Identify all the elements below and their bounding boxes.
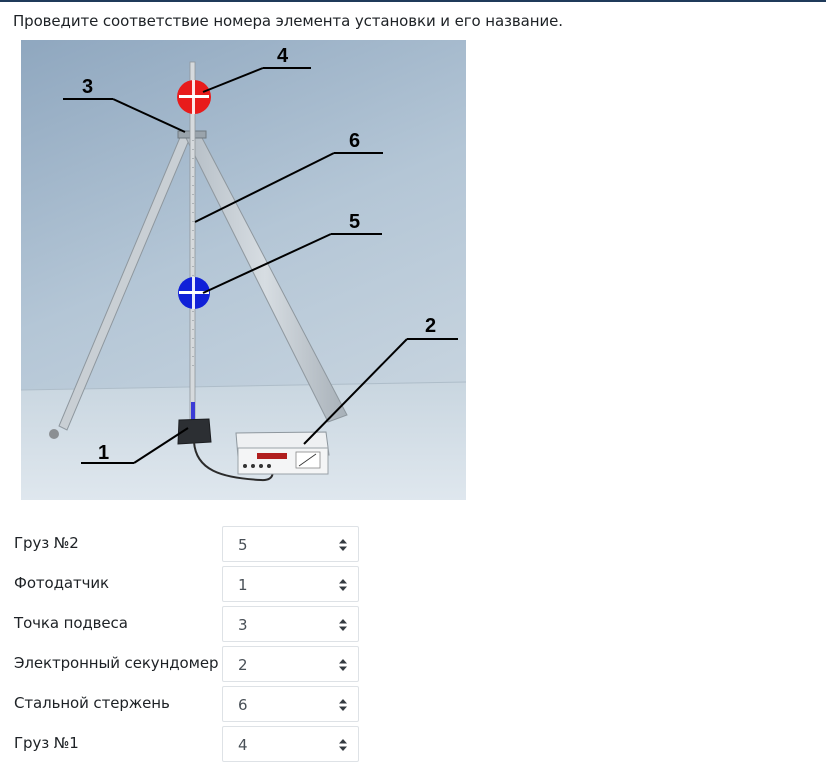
- sort-arrows-icon: [339, 659, 347, 671]
- match-row-sekundomer: Электронный секундомер 2: [0, 646, 400, 684]
- match-row-gruz-2: Груз №2 5: [0, 526, 400, 564]
- callout-2: 2: [425, 315, 436, 337]
- match-select[interactable]: 1: [222, 566, 359, 602]
- callout-4: 4: [277, 45, 289, 67]
- select-value: 5: [238, 536, 248, 554]
- match-select[interactable]: 3: [222, 606, 359, 642]
- sort-arrows-icon: [339, 739, 347, 751]
- sort-arrows-icon: [339, 579, 347, 591]
- select-value: 2: [238, 656, 248, 674]
- match-select[interactable]: 6: [222, 686, 359, 722]
- match-label: Груз №2: [14, 534, 79, 552]
- sort-arrows-icon: [339, 619, 347, 631]
- select-value: 1: [238, 576, 248, 594]
- match-label: Точка подвеса: [14, 614, 128, 632]
- top-border: [0, 0, 826, 2]
- select-value: 4: [238, 736, 248, 754]
- match-label: Груз №1: [14, 734, 79, 752]
- match-select[interactable]: 5: [222, 526, 359, 562]
- match-label: Электронный секундомер: [14, 654, 219, 672]
- callout-6: 6: [349, 130, 360, 152]
- match-label: Стальной стержень: [14, 694, 170, 712]
- apparatus-figure: 1 2 3 4 5 6: [20, 40, 467, 500]
- match-select[interactable]: 2: [222, 646, 359, 682]
- sort-arrows-icon: [339, 699, 347, 711]
- match-row-fotodatchik: Фотодатчик 1: [0, 566, 400, 604]
- callout-3: 3: [82, 76, 93, 98]
- match-row-gruz-1: Груз №1 4: [0, 726, 400, 764]
- question-text: Проведите соответствие номера элемента у…: [13, 12, 563, 30]
- select-value: 3: [238, 616, 248, 634]
- callout-5: 5: [349, 211, 360, 233]
- match-select[interactable]: 4: [222, 726, 359, 762]
- sort-arrows-icon: [339, 539, 347, 551]
- callout-1: 1: [98, 442, 109, 464]
- match-row-sterzhen: Стальной стержень 6: [0, 686, 400, 724]
- select-value: 6: [238, 696, 248, 714]
- match-row-tochka-podvesa: Точка подвеса 3: [0, 606, 400, 644]
- match-label: Фотодатчик: [14, 574, 109, 592]
